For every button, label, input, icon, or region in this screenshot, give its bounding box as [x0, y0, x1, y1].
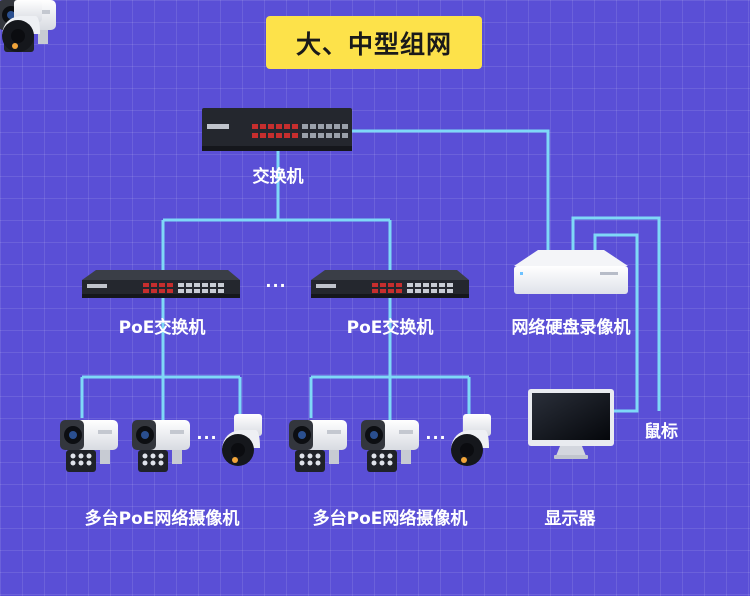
cameras-right-label: 多台PoE网络摄像机 [312, 509, 468, 529]
poe-switch-right-icon [311, 270, 469, 298]
poe-switch-left-icon [82, 270, 240, 298]
link-poe-right-to-cameras [309, 298, 471, 420]
monitor-label: 显示器 [544, 509, 596, 529]
diagram-title: 大、中型组网 [266, 16, 482, 69]
core-switch-label: 交换机 [252, 167, 304, 187]
mouse-label: 鼠标 [644, 422, 678, 442]
link-core-to-nvr [352, 129, 550, 250]
link-nvr-to-monitor [593, 233, 639, 413]
nvr-icon [514, 250, 628, 294]
camera-left-dome [222, 414, 262, 466]
poe-switch-right-label: PoE交换机 [346, 318, 434, 338]
camera-left-1 [60, 420, 118, 472]
cameras-left-label: 多台PoE网络摄像机 [84, 509, 240, 529]
switches-ellipsis: ... [265, 272, 287, 291]
cameras-right-ellipsis: ... [425, 424, 447, 443]
cameras-left-ellipsis: ... [196, 424, 218, 443]
core-switch-icon [202, 108, 352, 151]
link-poe-left-to-cameras [80, 298, 242, 420]
camera-right-2 [361, 420, 419, 472]
camera-right-dome [451, 414, 491, 466]
monitor-icon [528, 389, 614, 459]
camera-left-2 [132, 420, 190, 472]
poe-switch-left-label: PoE交换机 [118, 318, 206, 338]
connection-lines [80, 129, 661, 420]
link-core-to-poe-switches [161, 150, 392, 270]
link-nvr-to-mouse [571, 216, 661, 411]
camera-right-1 [289, 420, 347, 472]
nvr-label: 网络硬盘录像机 [511, 318, 631, 338]
dome-camera-icon [2, 0, 42, 52]
